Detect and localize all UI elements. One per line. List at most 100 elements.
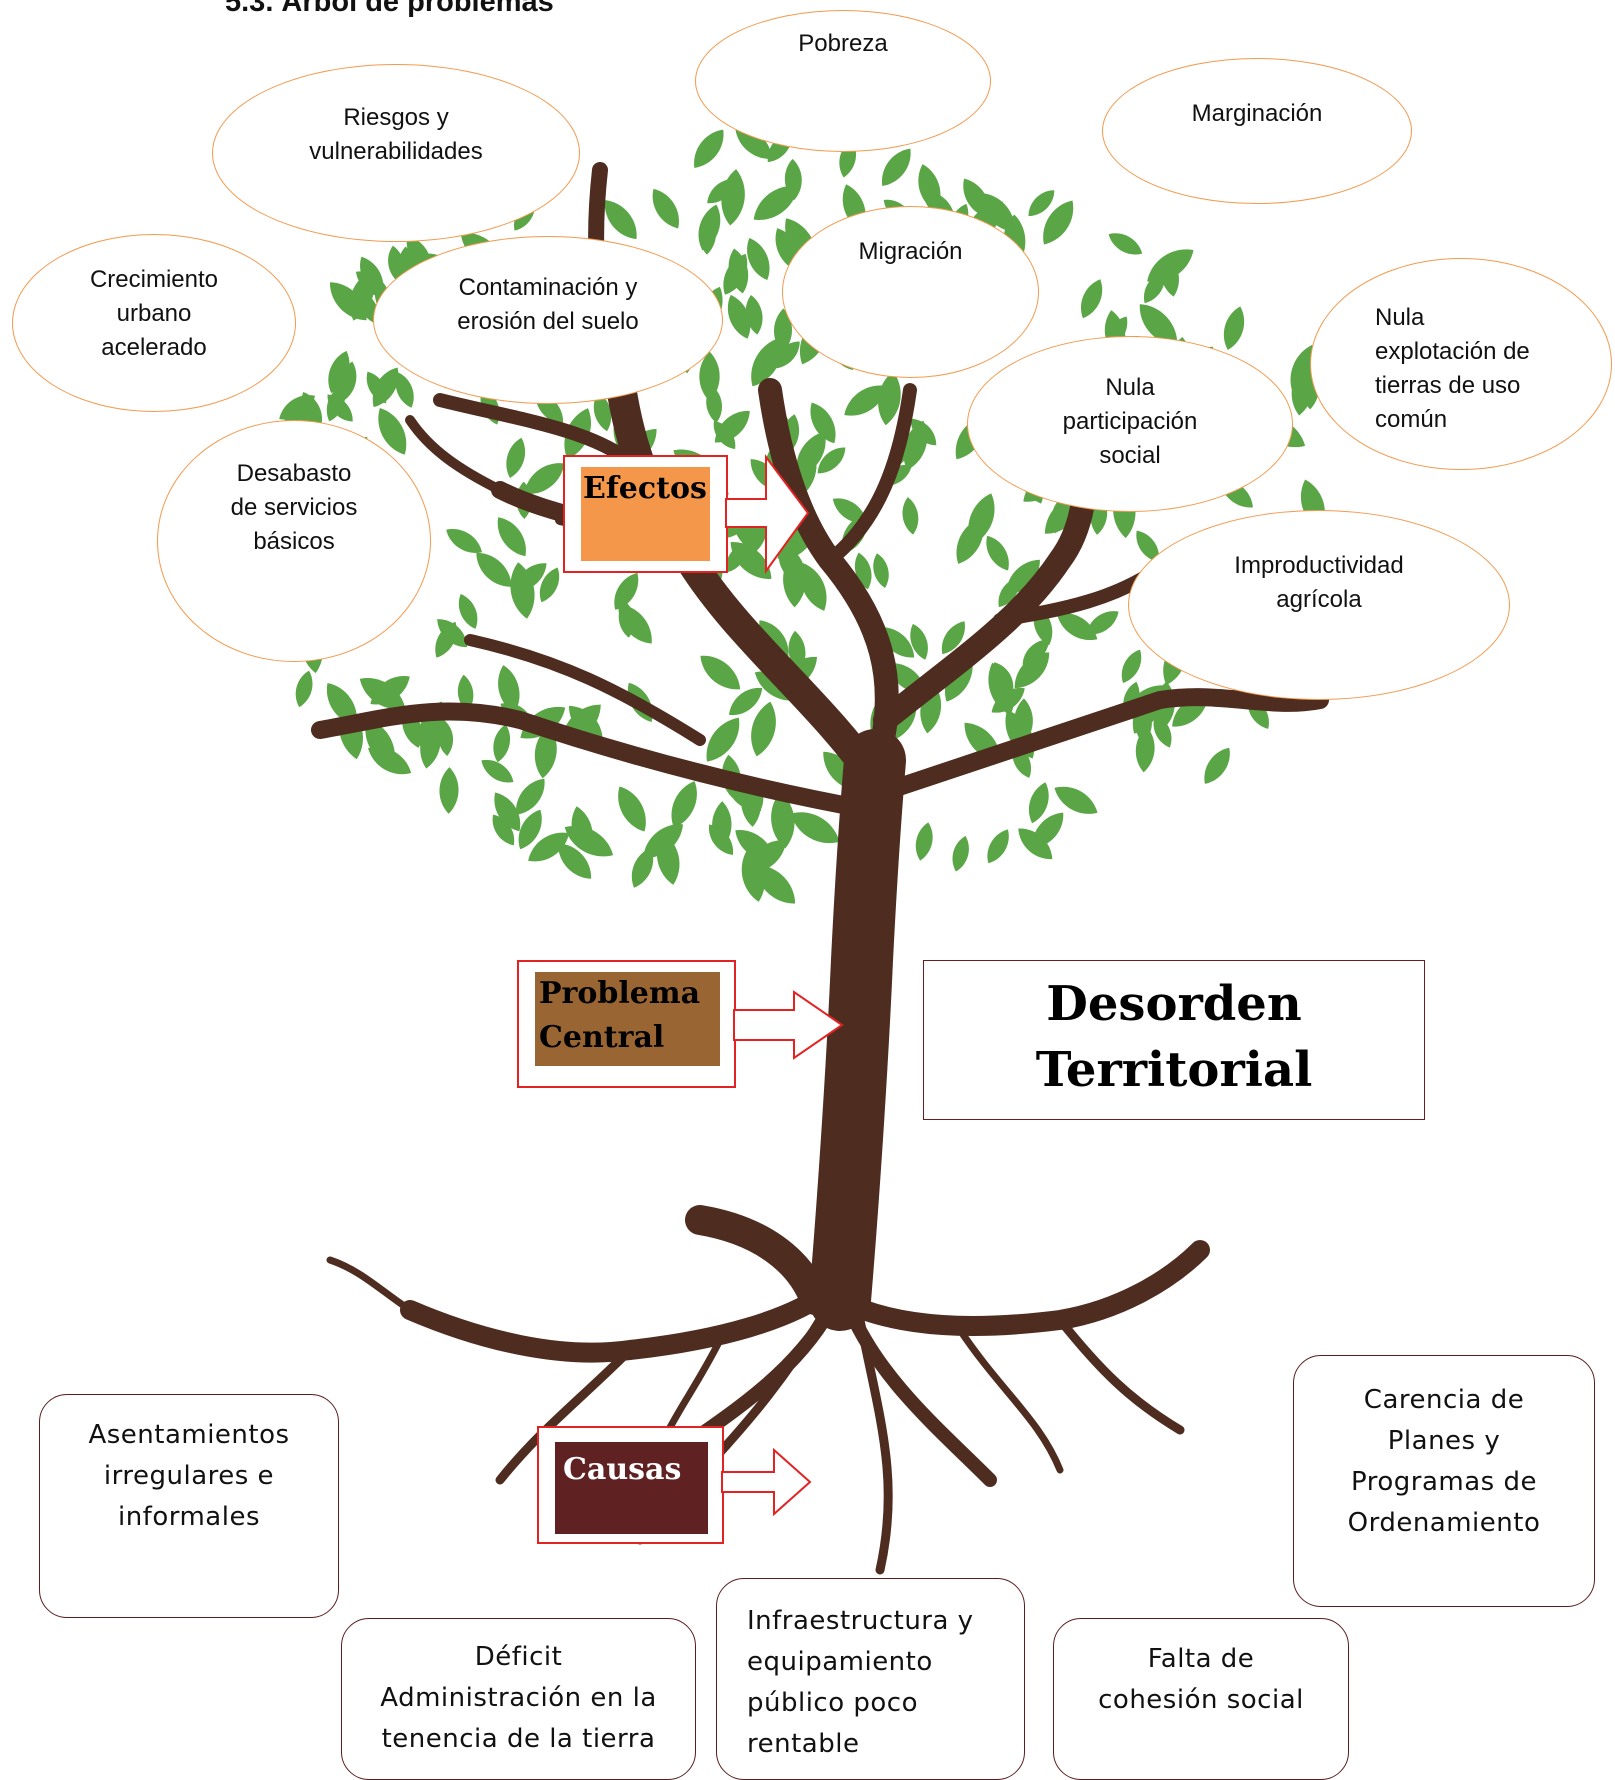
problema-label: Problema Central bbox=[535, 972, 720, 1066]
leaf bbox=[1054, 786, 1098, 814]
leaf bbox=[882, 148, 911, 186]
leaf bbox=[326, 385, 346, 422]
leaf bbox=[439, 767, 459, 814]
leaf bbox=[735, 126, 773, 159]
leaf bbox=[1018, 828, 1053, 860]
effect-improductividad: Improductividad agrícola bbox=[1128, 510, 1510, 700]
effect-line: vulnerabilidades bbox=[309, 138, 483, 165]
leaf bbox=[1006, 559, 1040, 595]
leaf bbox=[539, 567, 560, 603]
efectos-label-frame: Efectos bbox=[563, 455, 728, 573]
leaf bbox=[817, 447, 846, 474]
leaf bbox=[368, 747, 412, 775]
leaf bbox=[700, 655, 741, 690]
leaf bbox=[800, 562, 827, 611]
leaf bbox=[516, 778, 545, 815]
leaf bbox=[986, 535, 1009, 571]
leaf bbox=[494, 792, 521, 832]
leaf bbox=[772, 341, 800, 369]
leaf bbox=[506, 437, 525, 478]
leaf bbox=[755, 865, 796, 904]
leaf bbox=[1147, 249, 1194, 283]
leaf bbox=[631, 847, 654, 888]
effect-line: Desabasto bbox=[236, 460, 352, 487]
page-title: 5.3. Árbol de problemas bbox=[225, 0, 554, 18]
leaf bbox=[476, 552, 512, 587]
cause-line: equipamiento bbox=[747, 1647, 933, 1677]
leaf bbox=[618, 786, 646, 832]
effect-line: erosión del suelo bbox=[457, 308, 639, 335]
efectos-label-text: Efectos bbox=[583, 471, 707, 506]
effect-line: social bbox=[1099, 442, 1161, 469]
cause-line: irregulares e bbox=[103, 1461, 275, 1491]
leaf bbox=[796, 431, 826, 477]
efectos-arrow bbox=[725, 454, 810, 575]
leaf bbox=[524, 463, 565, 494]
effect-line: agrícola bbox=[1276, 586, 1362, 613]
leaf bbox=[457, 674, 474, 712]
leaf bbox=[941, 621, 965, 655]
cause-line: Infraestructura y bbox=[747, 1606, 974, 1636]
leaf bbox=[751, 337, 782, 387]
problema-label-line: Problema bbox=[539, 976, 701, 1011]
problema-arrow bbox=[733, 990, 844, 1060]
leaf bbox=[558, 843, 592, 879]
leaf bbox=[652, 188, 679, 229]
central-problem-line: Desorden bbox=[1046, 976, 1302, 1032]
effect-migracion: Migración bbox=[782, 206, 1039, 378]
effect-line: común bbox=[1375, 406, 1448, 433]
leaf bbox=[446, 529, 483, 553]
central-problem-line: Territorial bbox=[1035, 1042, 1313, 1098]
effect-line: tierras de uso bbox=[1375, 372, 1521, 399]
cause-line: Planes y bbox=[1387, 1426, 1501, 1456]
causas-label: Causas bbox=[555, 1442, 708, 1534]
leaf bbox=[497, 517, 526, 557]
leaf bbox=[915, 822, 933, 861]
leaf bbox=[618, 604, 652, 644]
leaf bbox=[747, 237, 770, 281]
effect-nula-explotacion: Nula explotación de tierras de uso común bbox=[1310, 258, 1612, 470]
effect-contaminacion: Contaminación y erosión del suelo bbox=[373, 236, 723, 404]
cause-line: rentable bbox=[747, 1729, 860, 1759]
causas-label-frame: Causas bbox=[537, 1426, 724, 1544]
leaf bbox=[643, 824, 683, 858]
leaf bbox=[518, 809, 542, 850]
effect-nula-participacion: Nula participación social bbox=[967, 336, 1293, 512]
leaf bbox=[708, 824, 734, 855]
effect-line: urbano bbox=[116, 300, 192, 327]
leaf bbox=[437, 619, 468, 648]
leaf bbox=[706, 717, 740, 762]
efectos-label: Efectos bbox=[581, 467, 710, 561]
effect-line: Riesgos y bbox=[343, 104, 449, 131]
effect-desabasto: Desabasto de servicios básicos bbox=[157, 420, 431, 662]
leaf bbox=[963, 178, 990, 218]
effect-line: de servicios bbox=[230, 494, 358, 521]
leaf bbox=[751, 701, 776, 757]
leaf bbox=[910, 623, 928, 660]
cause-line: Asentamientos bbox=[88, 1420, 290, 1450]
effect-line: participación bbox=[1062, 408, 1198, 435]
leaf bbox=[952, 835, 969, 872]
central-problem: Desorden Territorial bbox=[923, 960, 1425, 1120]
leaf bbox=[844, 385, 887, 416]
effect-line: Marginación bbox=[1191, 100, 1323, 127]
effect-line: Crecimiento bbox=[89, 266, 219, 293]
leaf bbox=[1291, 365, 1313, 416]
leaf bbox=[713, 420, 736, 450]
cause-line: Carencia de bbox=[1363, 1385, 1525, 1415]
leaf bbox=[1080, 279, 1103, 319]
leaf bbox=[1204, 747, 1230, 784]
leaf bbox=[564, 825, 614, 857]
leaf bbox=[481, 759, 514, 783]
leaf bbox=[1139, 304, 1178, 346]
leaf bbox=[735, 830, 775, 861]
leaf bbox=[810, 402, 836, 444]
leaf bbox=[326, 683, 357, 726]
cause-line: informales bbox=[117, 1502, 261, 1532]
leaf bbox=[604, 200, 637, 240]
leaf bbox=[873, 553, 889, 588]
leaf bbox=[671, 781, 697, 828]
effect-pobreza: Pobreza bbox=[695, 10, 991, 152]
leaf bbox=[1153, 714, 1172, 748]
causas-label-text: Causas bbox=[563, 1452, 682, 1487]
